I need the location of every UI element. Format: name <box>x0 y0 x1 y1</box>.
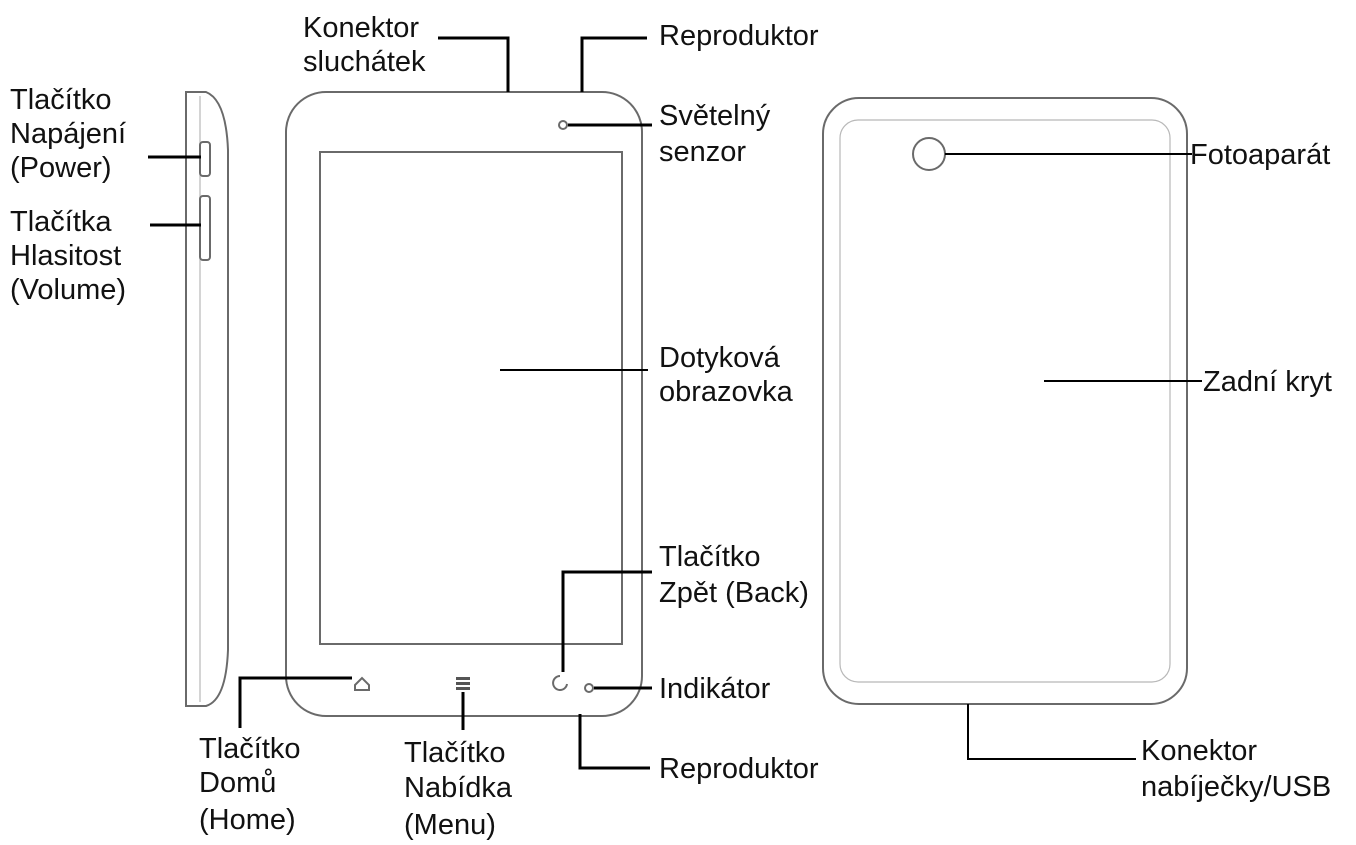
home-button-icon <box>354 676 370 691</box>
menu-button-icon <box>456 677 470 690</box>
leader-charger-usb <box>967 704 1136 760</box>
label-camera: Fotoaparát <box>1190 139 1330 171</box>
leader-speaker-top <box>580 36 647 92</box>
tablet-back-view <box>822 97 1188 705</box>
label-volume: Tlačítka Hlasitost (Volume) <box>10 206 129 306</box>
label-touchscreen: Dotyková obrazovka <box>659 342 794 408</box>
label-charger-usb: Konektor nabíječky/USB <box>1141 735 1331 803</box>
label-back-button: Tlačítko Zpět (Back) <box>659 541 809 609</box>
label-headphone-jack: Konektor sluchátek <box>303 12 427 78</box>
leader-speaker-bottom <box>578 714 650 770</box>
touchscreen-area <box>319 151 623 645</box>
label-speaker-top: Reproduktor <box>659 20 819 52</box>
volume-buttons <box>199 195 211 261</box>
camera-lens <box>912 137 946 171</box>
leader-home-button <box>238 676 352 728</box>
label-indicator: Indikátor <box>659 673 771 705</box>
label-back-cover: Zadní kryt <box>1203 366 1332 398</box>
light-sensor-dot <box>558 120 568 130</box>
callout-labels: Tlačítko Napájení (Power) Tlačítka Hlasi… <box>10 12 1332 841</box>
leader-back-button <box>561 570 652 672</box>
label-power: Tlačítko Napájení (Power) <box>10 84 134 184</box>
tablet-side-view <box>185 91 229 707</box>
back-button-icon <box>552 675 568 691</box>
power-button <box>199 141 211 177</box>
label-home-button: Tlačítko Domů (Home) <box>199 733 309 836</box>
label-light-sensor: Světelný senzor <box>659 100 778 168</box>
label-speaker-bottom: Reproduktor <box>659 753 819 785</box>
tablet-front-view <box>285 91 643 717</box>
leader-headphone-jack <box>438 36 510 92</box>
leader-lines <box>148 36 1202 770</box>
label-menu-button: Tlačítko Nabídka (Menu) <box>404 737 520 841</box>
indicator-dot <box>584 683 594 693</box>
